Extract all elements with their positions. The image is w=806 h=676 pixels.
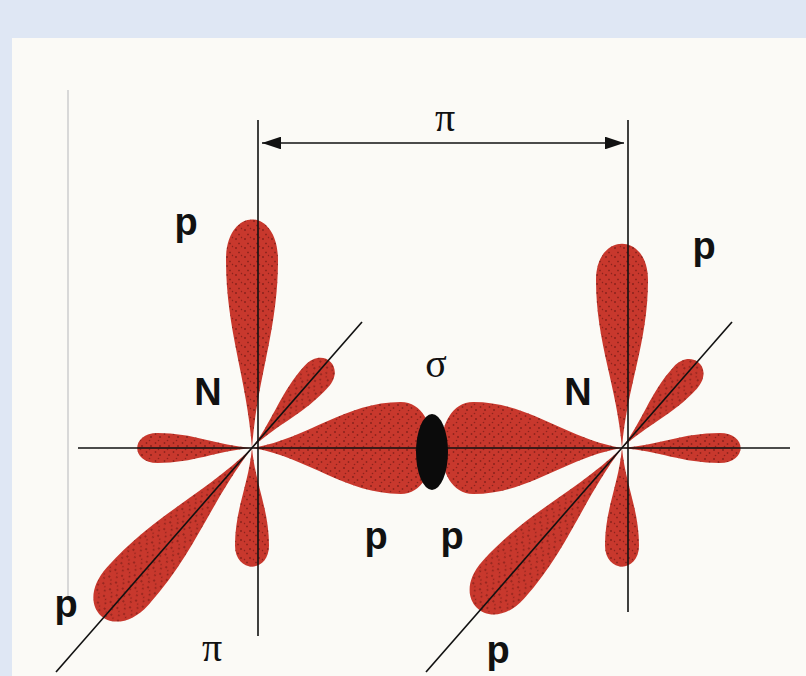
orbital-label: N	[564, 373, 591, 411]
orbital-label: N	[194, 373, 221, 411]
p-orbital-lobe	[226, 219, 278, 448]
orbital-label: p	[174, 203, 197, 241]
pi-arrow	[262, 142, 624, 144]
orbital-label: p	[692, 227, 715, 265]
lobe-stipple	[80, 429, 273, 634]
p-orbital-lobe	[596, 244, 648, 448]
lobe-fill	[80, 429, 273, 634]
lobe-stipple	[235, 448, 269, 567]
axis-vertical	[257, 120, 259, 636]
lobe-stipple	[226, 219, 278, 448]
lobe-fill	[226, 219, 278, 448]
axis-diagonal	[426, 322, 732, 672]
page-edge	[67, 90, 69, 600]
bond-symbol: π	[435, 98, 455, 138]
axis-diagonal	[56, 322, 362, 672]
p-orbital-lobe	[80, 429, 273, 634]
lobe-fill	[605, 448, 639, 567]
p-orbital-lobe	[605, 448, 639, 567]
orbital-label: p	[54, 585, 77, 623]
bond-symbol: σ	[425, 344, 447, 384]
orbital-lobes	[80, 219, 740, 634]
lobe-fill	[596, 244, 648, 448]
axes	[56, 120, 790, 672]
orbital-label: p	[440, 517, 463, 555]
lobe-stipple	[605, 448, 639, 567]
lobe-stipple	[596, 244, 648, 448]
p-orbital-lobe	[235, 448, 269, 567]
sigma-overlap	[416, 414, 448, 490]
orbital-label: p	[364, 517, 387, 555]
orbital-label: p	[486, 631, 509, 669]
axis-vertical	[627, 120, 629, 612]
bond-symbol: π	[202, 628, 222, 668]
lobe-fill	[235, 448, 269, 567]
page	[12, 38, 806, 676]
